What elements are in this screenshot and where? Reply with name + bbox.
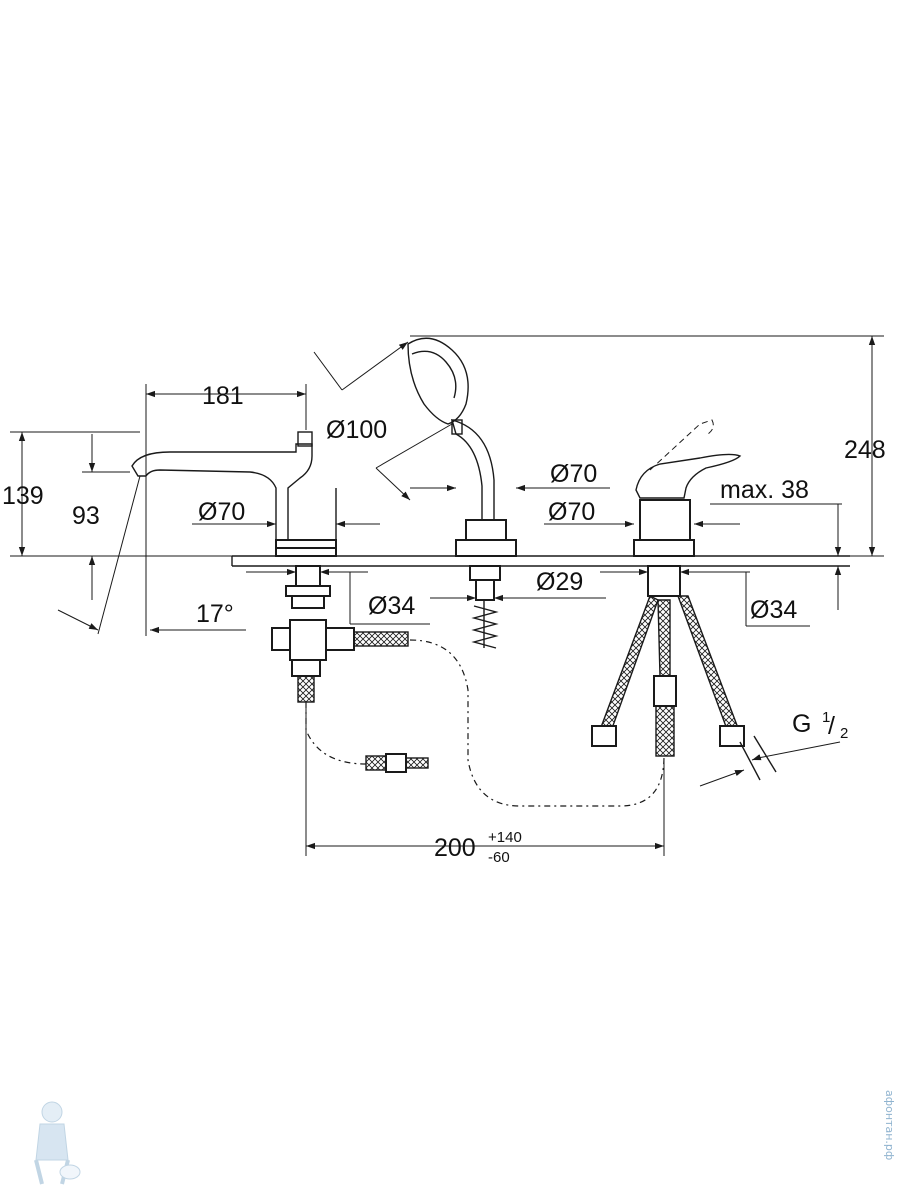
dim-spacing-plus: +140 (488, 829, 522, 846)
watermark-logo (34, 1101, 81, 1185)
dim-spout-height: 139 (2, 482, 44, 510)
dim-max-deck: max. 38 (720, 476, 809, 504)
dim-thread-den: 2 (840, 725, 848, 742)
bath-spout (131, 431, 337, 557)
dim-handshower-diameter: Ø100 (326, 416, 387, 444)
dim-hole-middle: Ø29 (536, 568, 583, 596)
dim-mixer-diameter: Ø70 (548, 498, 595, 526)
dim-spacing: 200 (434, 834, 476, 862)
supply-hoses (591, 565, 777, 781)
hose-coupling (365, 753, 429, 773)
dim-spout-base-diameter: Ø70 (198, 498, 245, 526)
watermark-site: афонтан.рф (883, 1090, 896, 1160)
connection-hose-path (305, 639, 665, 807)
dim-spacing-minus: -60 (488, 849, 510, 866)
dim-total-height: 248 (844, 436, 886, 464)
single-lever-mixer (633, 419, 742, 557)
diverter-body (271, 565, 409, 703)
dimension-lines (10, 335, 884, 856)
dim-angle: 17° (196, 600, 234, 628)
dim-hole-left: Ø34 (368, 592, 415, 620)
dim-thread-num: 1 (822, 709, 830, 726)
hose-connector (469, 565, 501, 649)
dim-hole-right: Ø34 (750, 596, 797, 624)
dim-thread-slash: / (828, 712, 835, 740)
dim-outlet-height: 93 (72, 502, 100, 530)
dim-thread: G (792, 710, 811, 738)
hand-shower (407, 337, 517, 557)
dim-holder-diameter: Ø70 (550, 460, 597, 488)
dim-spout-length: 181 (202, 382, 244, 410)
deck-plate (231, 555, 850, 567)
